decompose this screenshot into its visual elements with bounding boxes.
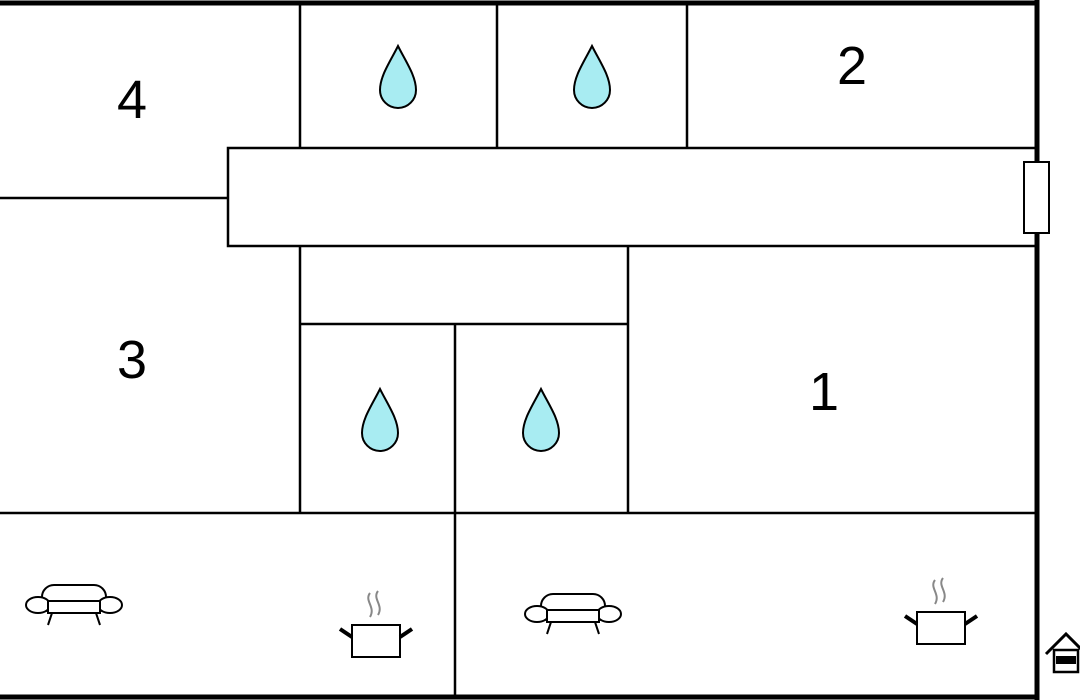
room-label-3: 3 <box>117 330 147 390</box>
room-label-4: 4 <box>117 70 147 130</box>
cooking-pot-icon <box>903 576 979 646</box>
water-drop-icon <box>379 45 417 109</box>
room-label-2: 2 <box>837 36 867 96</box>
house-icon <box>1044 631 1080 674</box>
outer-walls <box>0 0 1040 700</box>
sofa-icon <box>25 584 123 626</box>
water-drop-icon <box>522 388 560 452</box>
sofa-icon <box>524 593 622 635</box>
water-drop-icon <box>573 45 611 109</box>
interior-walls <box>0 3 1039 697</box>
cooking-pot-icon <box>338 589 414 659</box>
room-label-1: 1 <box>809 362 839 422</box>
water-drop-icon <box>361 388 399 452</box>
entrance-door <box>1023 161 1050 234</box>
